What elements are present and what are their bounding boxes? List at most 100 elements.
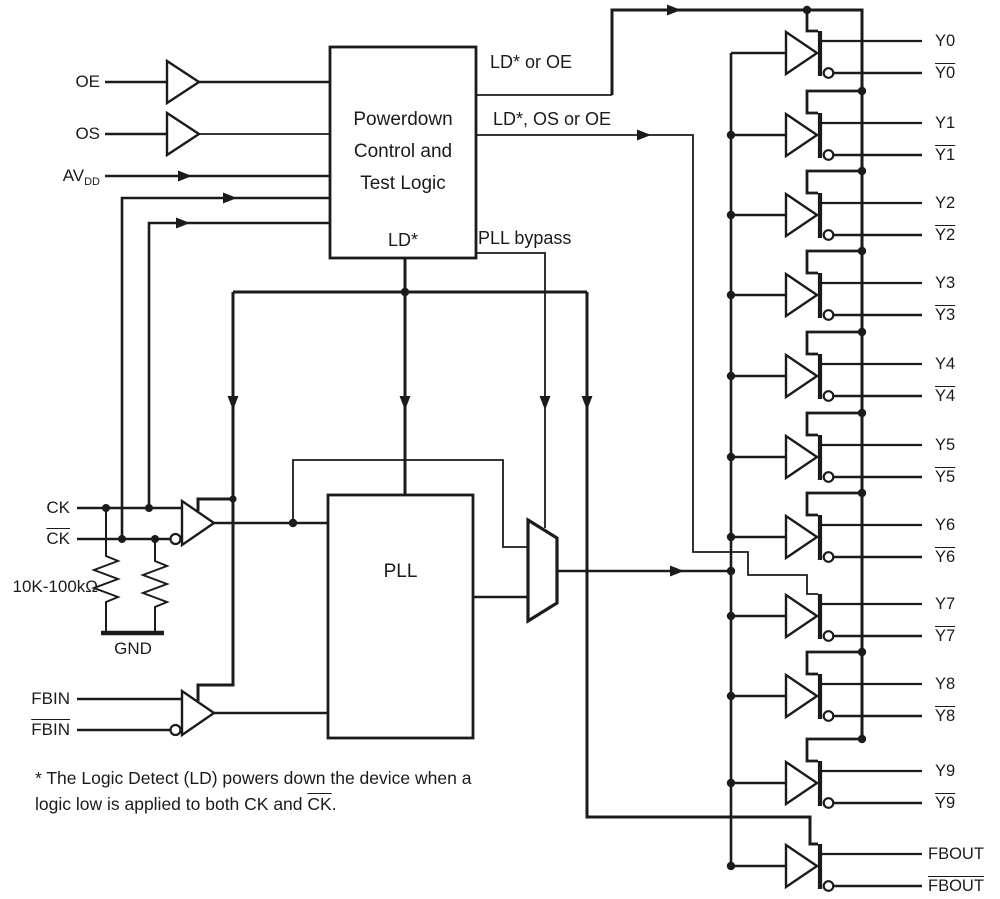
wire-pll-bypass-control <box>476 252 546 528</box>
wire-ld-os-oe-to-y7-enable <box>476 134 818 595</box>
output-5-input-junction-dot <box>726 452 736 462</box>
output-6-label: Y6 <box>935 516 956 534</box>
junction-dot <box>288 518 298 528</box>
output-2-input-junction-dot <box>726 210 736 220</box>
output-9-enable-wire <box>805 737 862 763</box>
output-4-complement-label: Y4 <box>935 387 956 405</box>
output-10-input-junction-dot <box>726 861 736 871</box>
output-2-enable-junction-dot <box>857 166 867 176</box>
output-4-enable-junction-dot <box>857 327 867 337</box>
os-buffer <box>165 110 202 158</box>
output-3-inverting-bubble <box>822 309 835 321</box>
output-4-input-junction-dot <box>726 371 736 381</box>
wire-ld-right-branch-fbout-enable <box>585 292 818 846</box>
wires <box>77 8 864 866</box>
junctions <box>102 5 812 576</box>
arrow-down-ld-left <box>227 396 239 410</box>
output-buffer-cells <box>726 29 922 892</box>
output-7-complement-label: Y7 <box>935 627 956 645</box>
output-3-buffer-triangle <box>784 271 820 319</box>
output-9-complement-label: Y9 <box>935 794 956 812</box>
wire-ld-or-oe-bus <box>610 8 864 739</box>
output-9-buffer-triangle <box>784 759 820 807</box>
output-7-buffer-triangle <box>784 592 820 640</box>
output-8-enable-junction-dot <box>857 647 867 657</box>
junction-dot <box>802 5 812 15</box>
output-6-input-junction-dot <box>726 532 736 542</box>
pin-label-oe: OE <box>75 72 100 91</box>
footnote: * The Logic Detect (LD) powers down the … <box>35 765 471 817</box>
output-1-input-junction-dot <box>726 130 736 140</box>
junction-dot <box>726 566 736 576</box>
output-2-inverting-bubble <box>822 229 835 241</box>
output-1-label: Y1 <box>935 114 956 132</box>
output-3-input-junction-dot <box>726 290 736 300</box>
output-5-enable-junction-dot <box>857 408 867 418</box>
wire-ck-feedback <box>147 221 330 508</box>
wire-ckbar-feedback <box>120 196 330 539</box>
arrow-down-bypass <box>539 396 551 410</box>
output-0-inverting-bubble <box>822 67 835 79</box>
output-3-label: Y3 <box>935 274 956 292</box>
output-10-buffer-triangle <box>784 842 820 890</box>
pin-label-ck-bar: CK <box>46 529 70 549</box>
fbin-input-buffer <box>180 688 217 738</box>
pin-label-fbin-bar: FBIN <box>31 720 70 740</box>
avdd-subscript: DD <box>84 176 100 188</box>
output-8-inverting-bubble <box>822 710 835 722</box>
output-6-complement-label: Y6 <box>935 548 956 566</box>
powerdown-line3: Test Logic <box>360 173 446 194</box>
resistor-ck-pulldown <box>91 508 121 633</box>
powerdown-block-title: Powerdown Control and Test Logic <box>331 104 475 200</box>
mux <box>526 517 559 624</box>
pulldown-value-label: 10K-100kΩ <box>12 577 98 596</box>
output-1-inverting-bubble <box>822 149 835 161</box>
pin-label-ck: CK <box>46 498 70 517</box>
output-4-label: Y4 <box>935 355 956 373</box>
output-6-enable-wire <box>805 491 862 517</box>
arrows <box>176 4 684 577</box>
output-7-label: Y7 <box>935 595 956 613</box>
output-6-buffer-triangle <box>784 513 820 561</box>
output-7-inverting-bubble <box>822 630 835 642</box>
output-1-complement-label: Y1 <box>935 146 956 164</box>
footnote-ck-overlined: CK <box>307 794 332 814</box>
arrow-right-avdd <box>178 170 192 182</box>
output-5-buffer-triangle <box>784 433 820 481</box>
resistor-ckbar-pulldown <box>140 539 170 633</box>
output-3-complement-label: Y3 <box>935 306 956 324</box>
output-8-enable-wire <box>805 650 862 676</box>
output-7-input-junction-dot <box>726 611 736 621</box>
pll-block <box>326 493 475 740</box>
arrow-down-ld-mid <box>399 396 411 410</box>
junction-dot <box>229 495 237 503</box>
footnote-line2: logic low is applied to both CK and CK. <box>35 791 471 817</box>
fbin-bar-text: FBIN <box>31 720 70 739</box>
net-label-pll-bypass: PLL bypass <box>478 228 572 248</box>
arrow-right-ld-or-oe <box>667 4 681 16</box>
output-2-complement-label: Y2 <box>935 226 956 244</box>
ck-buffer-bubble <box>169 532 182 546</box>
output-1-enable-junction-dot <box>857 86 867 96</box>
wire-ld-left-branch <box>196 292 235 701</box>
output-6-enable-junction-dot <box>857 488 867 498</box>
output-5-enable-wire <box>805 411 862 437</box>
pll-block-title: PLL <box>383 561 418 582</box>
pin-label-fbin: FBIN <box>31 689 70 708</box>
output-9-input-junction-dot <box>726 778 736 788</box>
output-0-complement-label: Y0 <box>935 64 956 82</box>
output-9-inverting-bubble <box>822 797 835 809</box>
output-8-complement-label: Y8 <box>935 707 956 725</box>
junction-dot <box>145 504 153 512</box>
gnd-label: GND <box>114 639 152 658</box>
ck-input-buffer <box>180 498 217 548</box>
arrow-right-ckbar-fb <box>223 192 237 204</box>
wire-ld-ck-enable <box>196 497 233 511</box>
wire-pll-bypass-path <box>292 459 528 548</box>
output-6-inverting-bubble <box>822 551 835 563</box>
arrow-down-ld-right <box>581 396 593 410</box>
output-5-inverting-bubble <box>822 471 835 483</box>
output-1-buffer-triangle <box>784 111 820 159</box>
